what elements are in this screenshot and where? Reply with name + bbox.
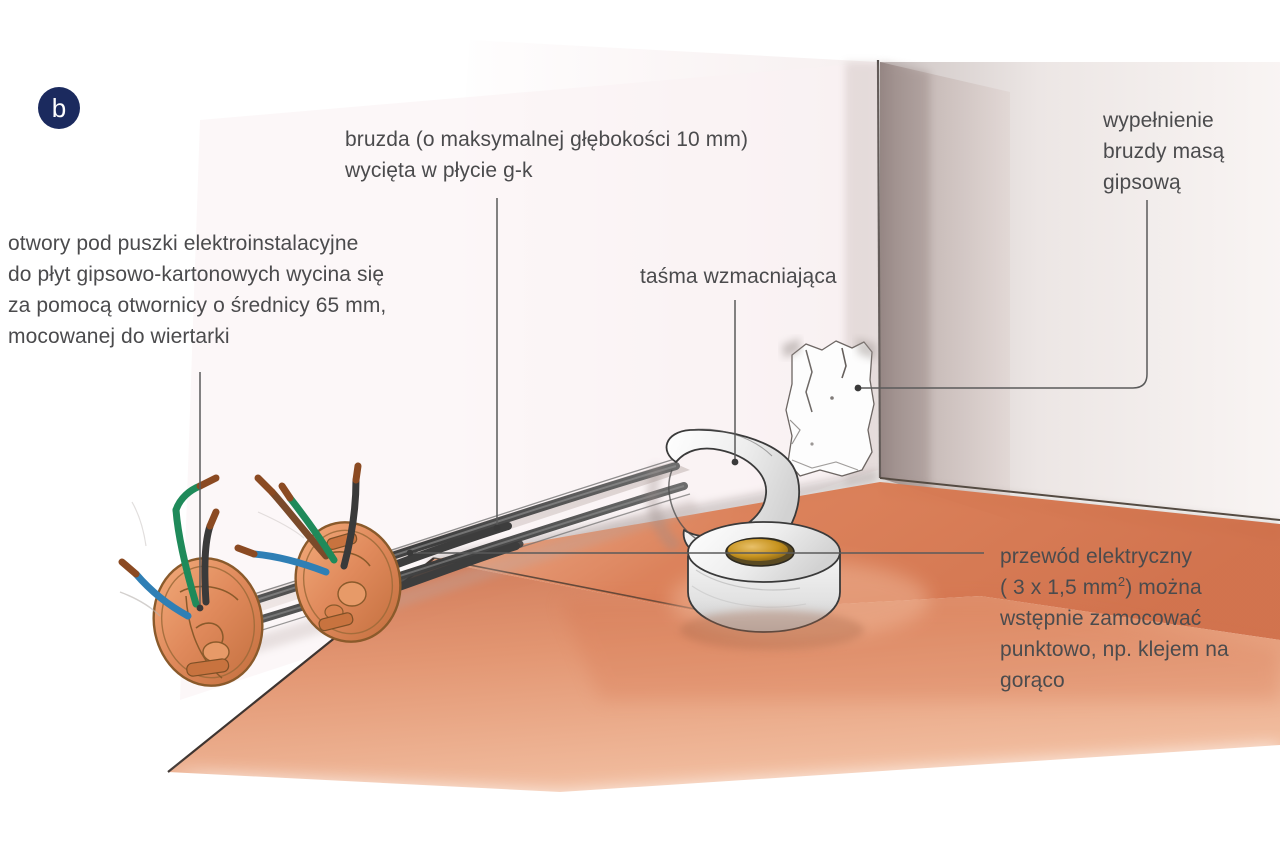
gypsum-patch [782, 338, 876, 477]
annotation-wypelnienie: wypełnienie bruzdy masą gipsową [1103, 109, 1225, 194]
leader-wypelnienie [861, 200, 1148, 389]
annotation-przewod-line2-b: ) można [1125, 576, 1202, 599]
reinforcing-tape-roll [680, 521, 864, 650]
annotation-tasma: taśma wzmacniająca [640, 265, 837, 288]
annotation-przewod-line1: przewód elektryczny [1000, 545, 1193, 568]
annotation-bruzda: bruzda (o maksymalnej głębokości 10 mm) … [345, 128, 749, 182]
figure-badge: b [38, 87, 80, 129]
leader-lines [196, 198, 1148, 612]
annotation-przewod-superscript: 2 [1117, 574, 1126, 589]
annotation-przewod-rest: wstępnie zamocować punktowo, np. klejem … [1000, 607, 1229, 692]
electrical-box-left [118, 474, 305, 687]
annotation-przewod-line2-a: ( 3 x 1,5 mm [1000, 576, 1118, 599]
annotation-otwory: otwory pod puszki elektroinstalacyjne do… [8, 232, 387, 348]
annotation-przewod: przewód elektryczny ( 3 x 1,5 mm2) można w… [1000, 541, 1229, 696]
electrical-box-right [234, 462, 520, 643]
